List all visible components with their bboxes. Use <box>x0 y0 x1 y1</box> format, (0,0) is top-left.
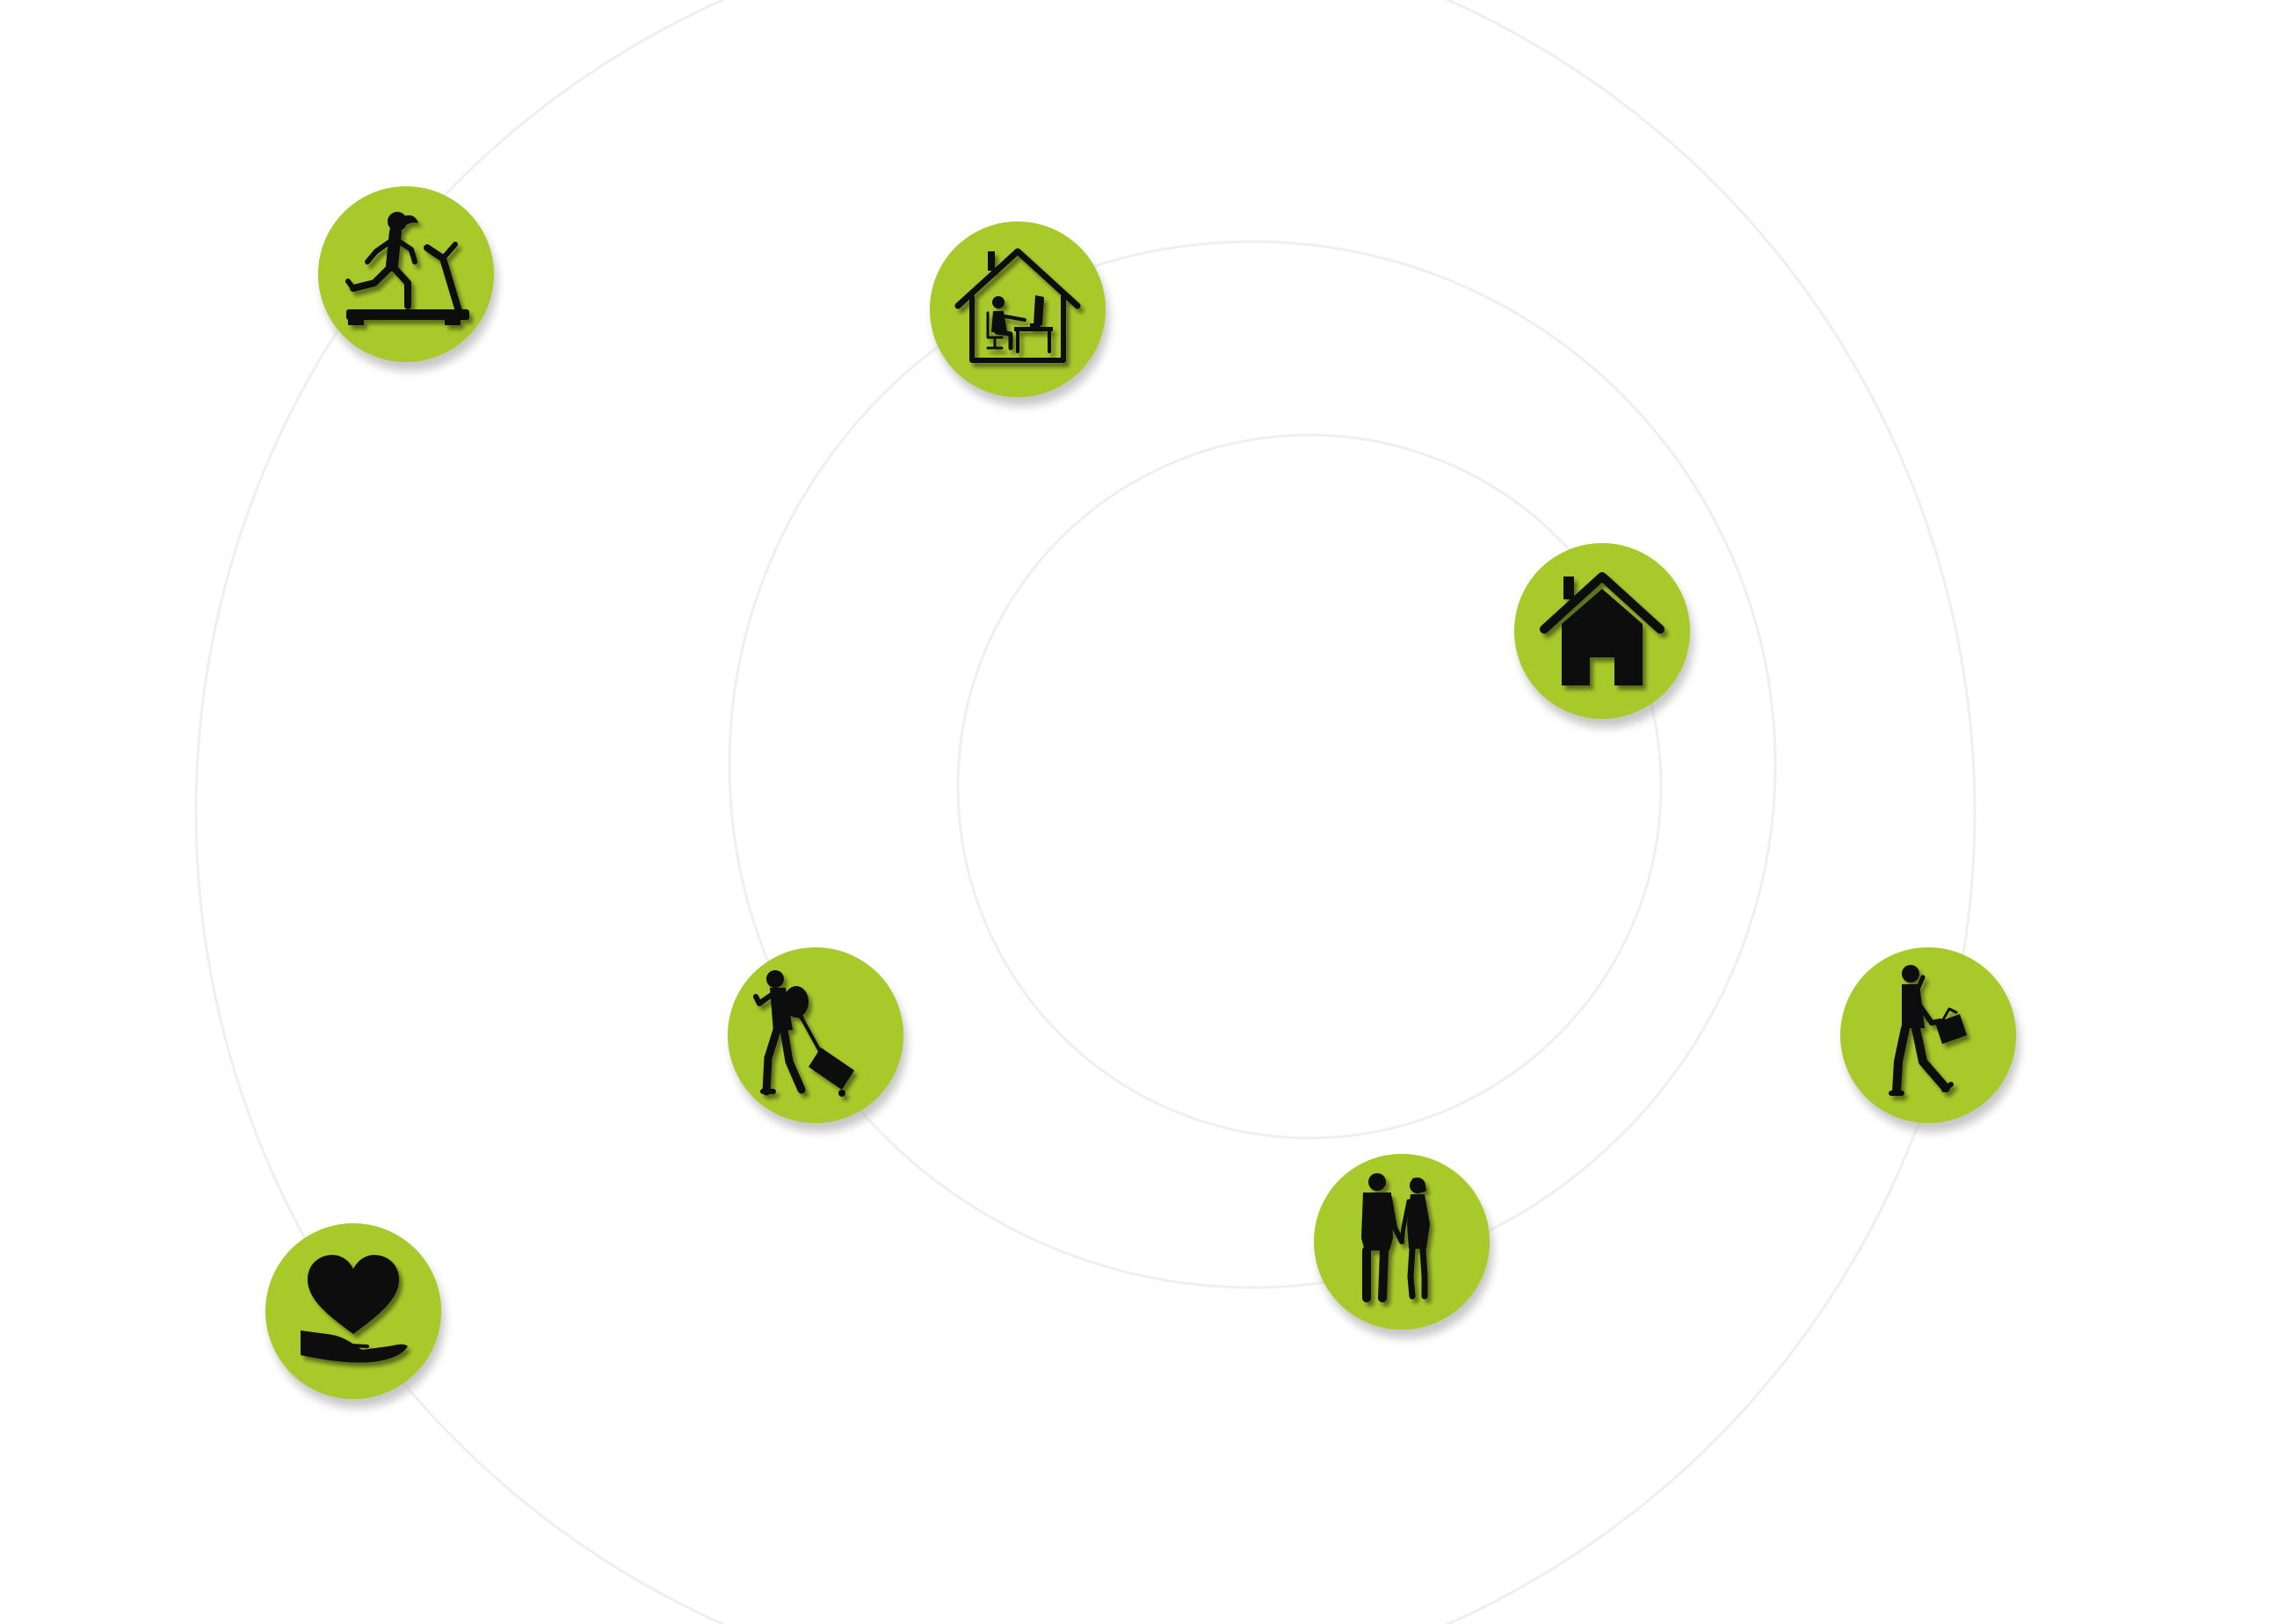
inner-ring <box>956 433 1663 1140</box>
node-care <box>265 1223 445 1408</box>
node-disc <box>1840 947 2016 1123</box>
node-business <box>1840 947 2020 1132</box>
node-home-office <box>930 221 1109 406</box>
node-travel <box>728 947 907 1132</box>
node-disc <box>930 221 1106 397</box>
middle-ring <box>728 240 1777 1289</box>
outer-ring <box>194 0 1976 1624</box>
heart-in-hand-icon <box>301 1255 408 1363</box>
treadmill-runner-icon <box>345 212 469 325</box>
couple-holding-hands-icon <box>1361 1173 1430 1302</box>
node-couple <box>1314 1154 1493 1338</box>
background-rings <box>194 0 1976 1624</box>
node-treadmill <box>318 186 497 371</box>
node-disc <box>318 186 494 362</box>
traveler-with-suitcase-icon <box>753 970 854 1097</box>
businessman-walking-icon <box>1889 965 1967 1096</box>
home-office-icon <box>954 248 1081 363</box>
node-disc <box>728 947 903 1123</box>
node-home <box>1514 543 1694 728</box>
house-icon <box>1540 572 1665 685</box>
